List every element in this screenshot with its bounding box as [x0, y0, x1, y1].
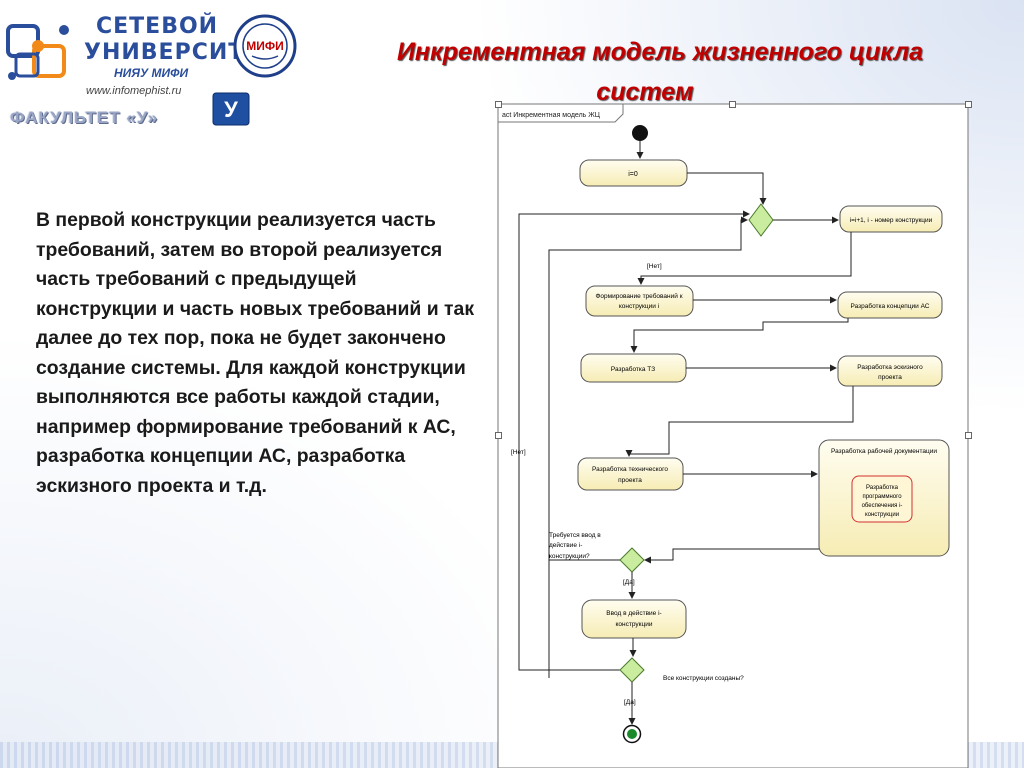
question-need-commission-line-3: конструкции?: [549, 553, 590, 560]
action-software-line-1: Разработка: [866, 485, 899, 491]
guard-yes-2: [Да]: [624, 699, 636, 706]
question-all-done: Все конструкции созданы?: [663, 675, 744, 682]
action-commission-line-1: Ввод в действие i-: [606, 609, 661, 617]
action-work-docs-label: Разработка рабочей документации: [831, 447, 937, 455]
action-software-line-2: программного: [862, 494, 902, 500]
mephi-seal-icon: МИФИ: [233, 14, 297, 78]
resize-handle-top-left[interactable]: [495, 101, 502, 108]
slide-title-line-2: систем: [596, 78, 694, 106]
action-tech: [577, 457, 684, 491]
u-faculty-logo-icon: У: [212, 92, 250, 126]
resize-handle-mid-right[interactable]: [965, 432, 972, 439]
action-software-line-4: конструкции: [865, 512, 899, 518]
diagram-frame: [497, 103, 969, 769]
logo-site-url: www.infomephist.ru: [86, 85, 182, 97]
resize-handle-top-mid[interactable]: [729, 101, 736, 108]
action-software-line-3: обеспечения i-: [862, 503, 903, 509]
action-next-i-label: i=i+1, i - номер конструкции: [850, 217, 933, 224]
action-tech-line-2: проекта: [618, 477, 642, 484]
slide-title-line-1: Инкрементная модель жизненного цикла: [396, 38, 924, 66]
action-tz-label: Разработка ТЗ: [611, 365, 655, 373]
action-draft-line-2: проекта: [878, 374, 902, 381]
guard-no-top: [Нет]: [647, 263, 662, 270]
faculty-label: ФАКУЛЬТЕТ «У»: [10, 108, 159, 127]
action-draft-line-1: Разработка эскизного: [857, 363, 923, 371]
action-requirements-line-1: Формирование требований к: [595, 292, 682, 300]
merge-node-1: [748, 203, 774, 237]
start-node: [632, 125, 648, 141]
description-text: В первой конструкции реализуется часть т…: [36, 209, 475, 497]
logo-line-3: НИЯУ МИФИ: [114, 66, 189, 80]
slide-title: Инкрементная модель жизненного цикла сис…: [300, 32, 1020, 112]
action-concept: [837, 291, 943, 319]
question-need-commission-line-1: Требуется ввод в: [549, 531, 601, 539]
action-software: [851, 475, 913, 523]
resize-handle-top-right[interactable]: [965, 101, 972, 108]
action-requirements-line-2: конструкции i: [619, 303, 659, 310]
logo-line-1: СЕТЕВОЙ: [96, 14, 219, 39]
action-requirements: [585, 285, 694, 317]
action-draft: [837, 355, 943, 387]
action-init-i-label: i=0: [628, 171, 638, 178]
frame-title-tab: [497, 103, 624, 123]
resize-handle-mid-left[interactable]: [495, 432, 502, 439]
guard-no-left: [Нет]: [511, 449, 526, 456]
action-next-i: [839, 205, 943, 233]
activity-diagram-svg: act Инкрементная модель ЖЦ i=0 i=i+1, i …: [497, 103, 969, 769]
logo-squares-icon: [6, 24, 69, 80]
frame-title: act Инкрементная модель ЖЦ: [502, 112, 601, 119]
action-tech-line-1: Разработка технического: [592, 465, 668, 473]
activity-diagram: act Инкрементная модель ЖЦ i=0 i=i+1, i …: [493, 100, 973, 769]
action-concept-label: Разработка концепции АС: [850, 302, 929, 310]
action-commission-line-2: конструкции: [616, 621, 653, 628]
seal-text: МИФИ: [246, 39, 284, 53]
guard-yes-1: [Да]: [623, 579, 635, 586]
u-logo-letter: У: [224, 97, 238, 122]
question-need-commission-line-2: действие i-: [549, 541, 582, 549]
end-node-inner: [627, 729, 637, 739]
action-commission: [581, 599, 687, 639]
